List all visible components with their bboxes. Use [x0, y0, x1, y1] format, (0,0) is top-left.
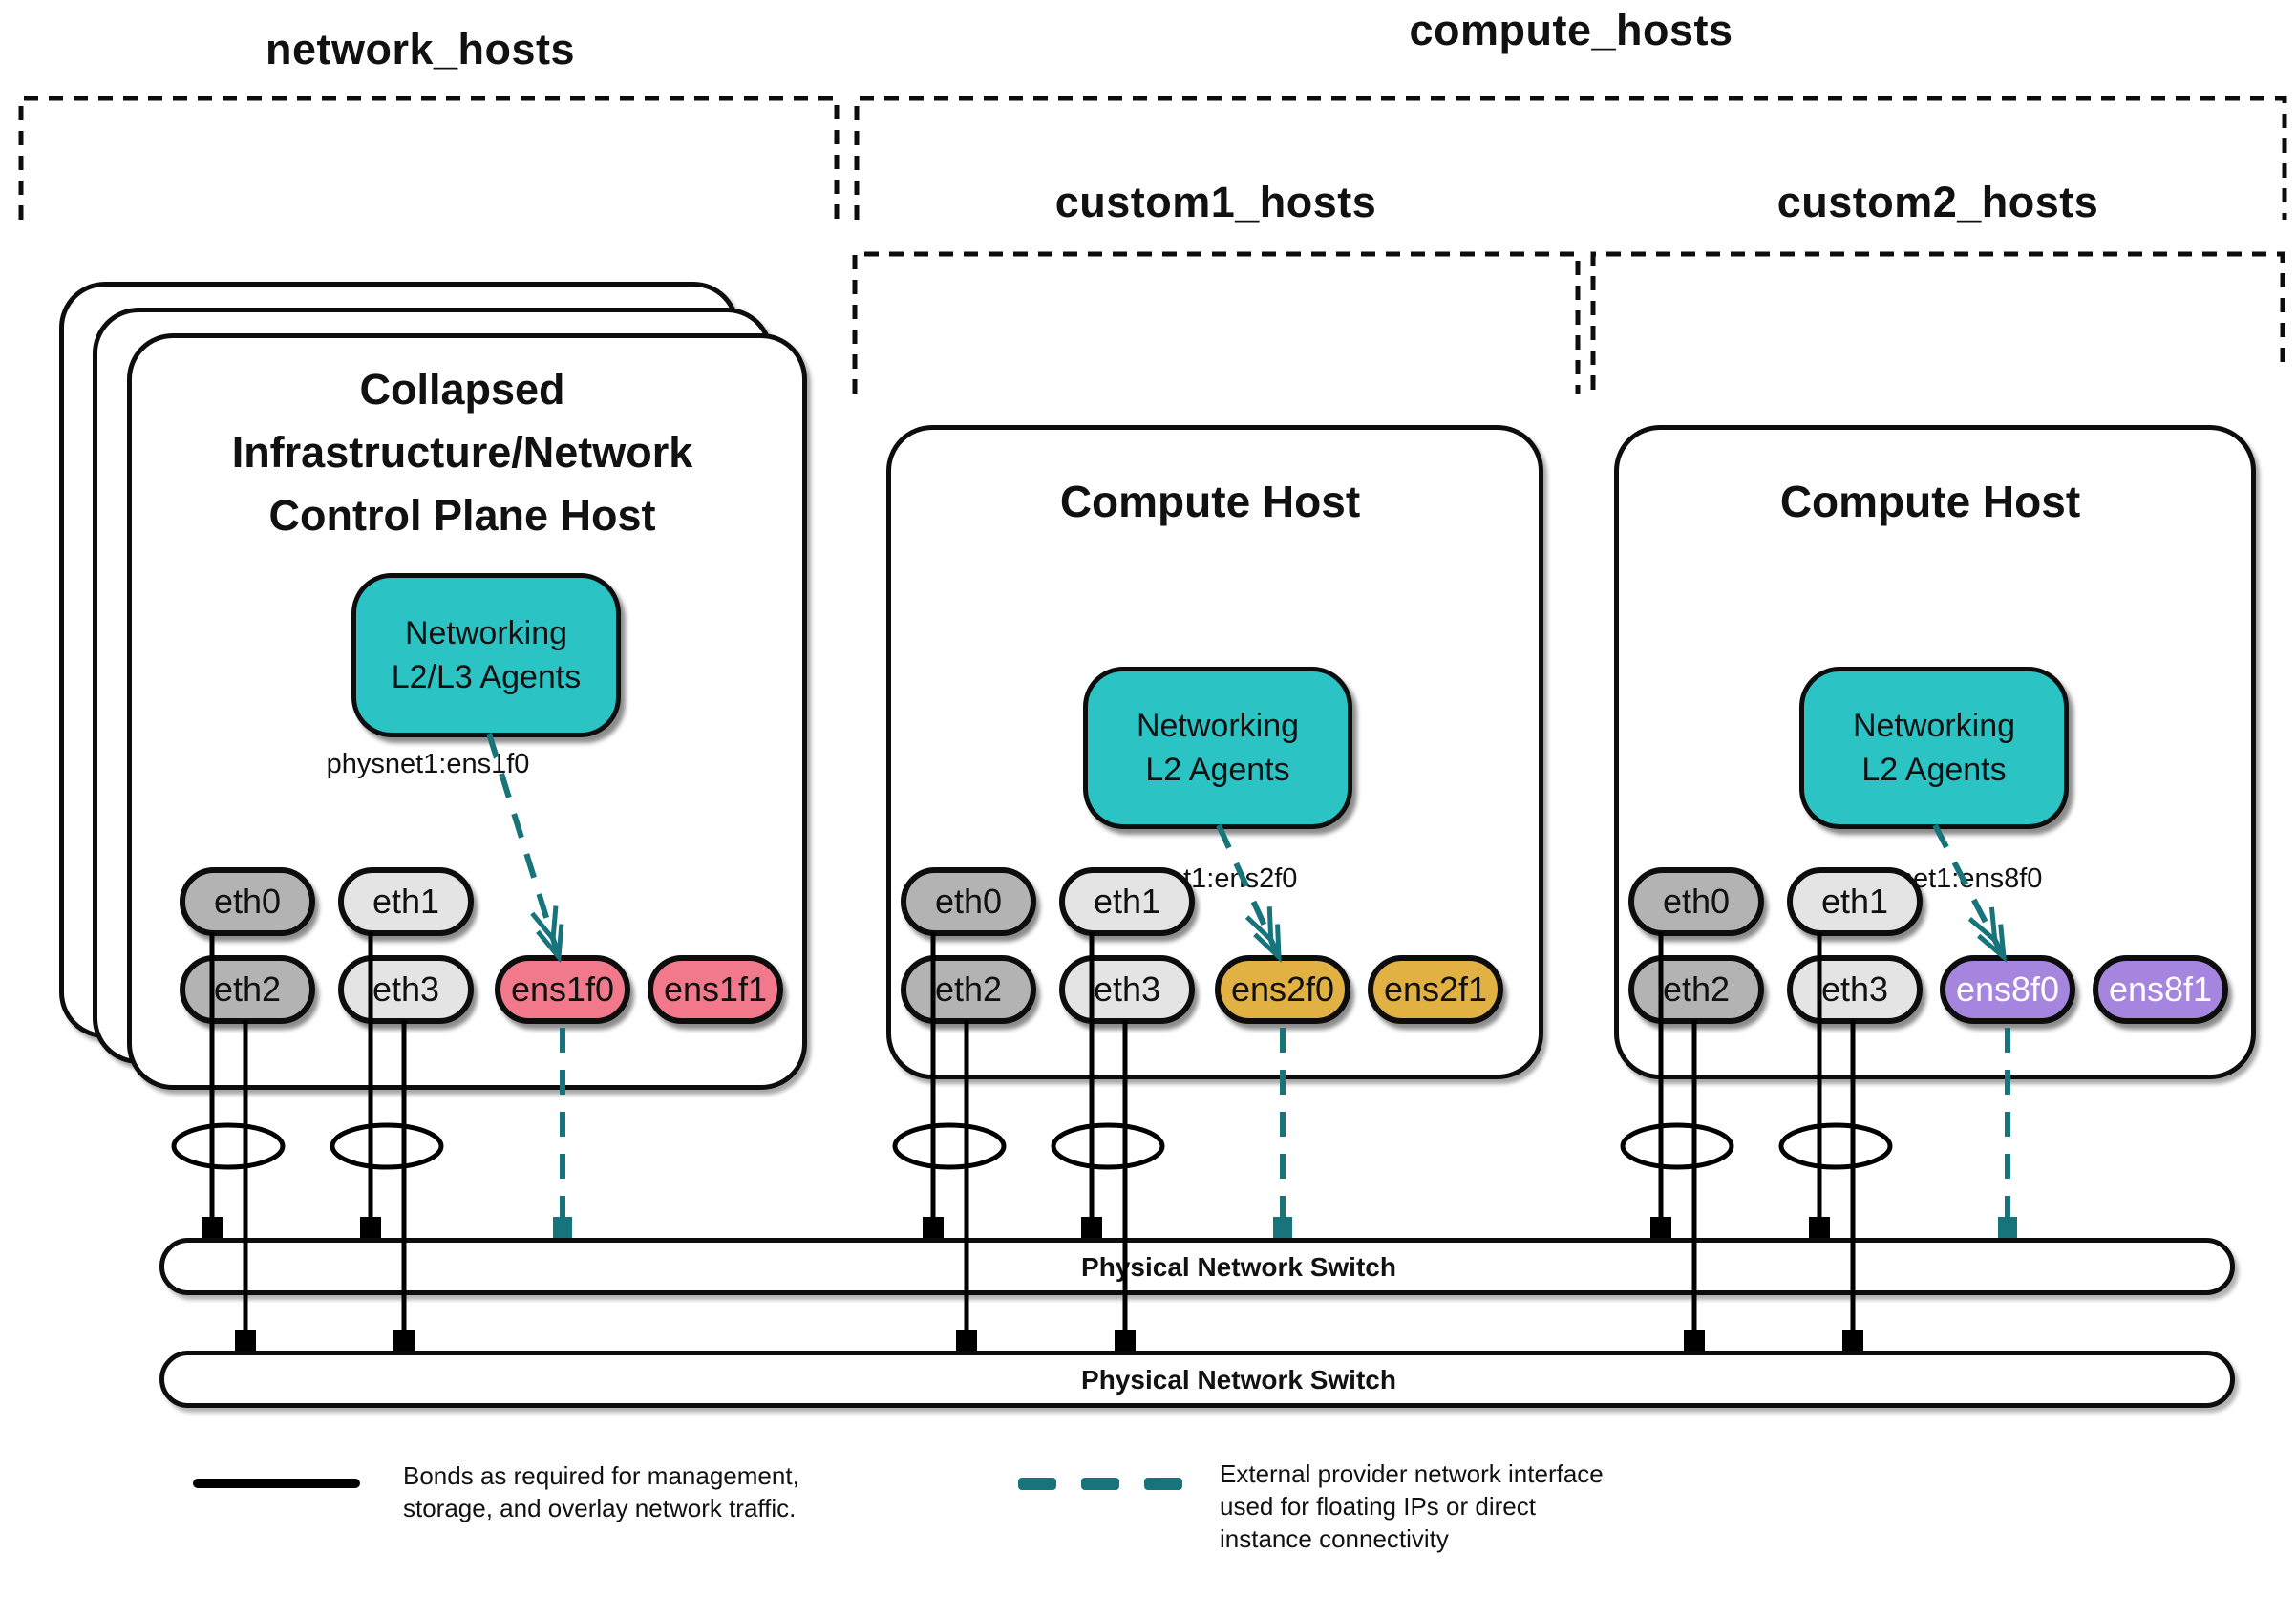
legend-bond-text: Bonds as required for management, storag…	[403, 1459, 799, 1524]
host2-nic-pill-ens2f1: ens2f1	[1368, 955, 1503, 1024]
host1-nic-pill-ens1f1: ens1f1	[648, 955, 783, 1024]
legend-provider-text-line3: instance connectivity	[1220, 1524, 1449, 1553]
host3-agent-line1: Networking	[1852, 708, 2016, 744]
physical-network-switch-1-label: Physical Network Switch	[1081, 1252, 1396, 1282]
host1-agent-line1: Networking	[404, 615, 568, 651]
host1-nic-pill-eth1: eth1	[338, 867, 474, 936]
host1-nic-pill-eth3: eth3	[338, 955, 474, 1024]
host1-networking-agents-box: Networking L2/L3 Agents	[351, 573, 621, 737]
host1-nic-pill-eth2: eth2	[180, 955, 315, 1024]
legend-provider-line-swatch	[1018, 1478, 1182, 1490]
host3-nic-pill-eth2: eth2	[1628, 955, 1764, 1024]
host1-nic-pill-ens1f0: ens1f0	[495, 955, 630, 1024]
legend-provider-text-line2: used for floating IPs or direct	[1220, 1492, 1536, 1521]
physical-network-switch-1	[159, 1238, 2235, 1295]
host1-title-line2: Infrastructure/Network	[231, 428, 693, 477]
legend-bond-text-line1: Bonds as required for management,	[403, 1461, 799, 1490]
group-label-network-hosts: network_hosts	[265, 25, 576, 74]
host1-nic-pill-eth0: eth0	[180, 867, 315, 936]
legend-dash-segment	[1144, 1478, 1182, 1490]
physical-network-switch-2-label: Physical Network Switch	[1081, 1365, 1396, 1395]
host1-title-line1: Collapsed	[359, 365, 565, 414]
legend-provider-text: External provider network interface used…	[1220, 1458, 1604, 1555]
host3-agent-line2: L2 Agents	[1861, 752, 2007, 788]
host3-nic-pill-ens8f0: ens8f0	[1940, 955, 2075, 1024]
host2-nic-pill-eth1: eth1	[1059, 867, 1195, 936]
legend-provider-text-line1: External provider network interface	[1220, 1459, 1604, 1488]
host3-nic-pill-eth1: eth1	[1787, 867, 1923, 936]
host2-agent-line2: L2 Agents	[1145, 752, 1290, 788]
host2-nic-pill-eth2: eth2	[901, 955, 1036, 1024]
physical-network-switch-2	[159, 1351, 2235, 1408]
host3-nic-pill-ens8f1: ens8f1	[2093, 955, 2228, 1024]
group-label-compute-hosts: compute_hosts	[1409, 6, 1733, 54]
legend-bond-text-line2: storage, and overlay network traffic.	[403, 1494, 797, 1522]
host3-nic-pill-eth3: eth3	[1787, 955, 1923, 1024]
host2-nic-pill-eth3: eth3	[1059, 955, 1195, 1024]
host2-nic-pill-eth0: eth0	[901, 867, 1036, 936]
host1-title-line3: Control Plane Host	[268, 491, 656, 540]
host2-networking-agents-box: Networking L2 Agents	[1083, 667, 1352, 829]
legend-bond-line-swatch	[193, 1479, 360, 1488]
host2-agent-line1: Networking	[1136, 708, 1300, 744]
legend-dash-segment	[1081, 1478, 1119, 1490]
host2-nic-pill-ens2f0: ens2f0	[1215, 955, 1350, 1024]
host3-nic-pill-eth0: eth0	[1628, 867, 1764, 936]
host2-title: Compute Host	[1059, 477, 1361, 526]
host3-title: Compute Host	[1779, 477, 2081, 526]
host1-title: Collapsed Infrastructure/Network Control…	[127, 358, 797, 547]
host1-agent-line2: L2/L3 Agents	[391, 659, 582, 695]
legend-dash-segment	[1018, 1478, 1056, 1490]
